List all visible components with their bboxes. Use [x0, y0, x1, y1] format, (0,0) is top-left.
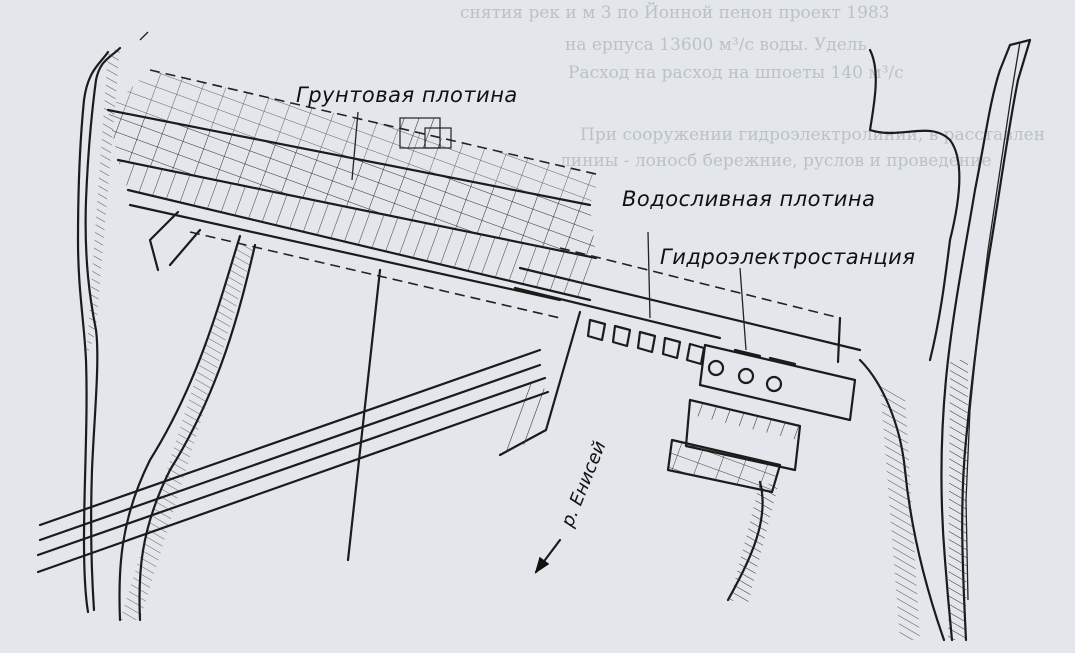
- label-spillway-dam: Водосливная плотина: [622, 187, 876, 211]
- turbine-unit: [765, 375, 783, 393]
- label-river: р. Енисей: [557, 438, 611, 531]
- leader-lines: [351, 111, 747, 351]
- background-text-line: линиы - лоносб бережние, руслов и провед…: [560, 151, 992, 171]
- label-earth-dam: Грунтовая плотина: [296, 83, 518, 107]
- background-text-line: на ерпуса 13600 м³/с воды. Удель: [565, 35, 867, 55]
- background-text-line: снятия рек и м 3 по Йонной пенон проект …: [460, 2, 890, 23]
- earth-dam: [106, 69, 601, 319]
- spillway-gates: [586, 318, 706, 366]
- hydro-station: [666, 343, 857, 604]
- background-text-line: При сооружении гидроэлектролинии, в расс…: [580, 125, 1045, 145]
- turbine-unit: [707, 359, 725, 377]
- right-bank: [858, 38, 1032, 642]
- spillway-dam: [498, 247, 862, 457]
- background-text-line: Расход на расход на шпоеты 140 м³/с: [568, 63, 904, 83]
- background-text-group: снятия рек и м 3 по Йонной пенон проект …: [460, 2, 1045, 171]
- canal-lines: [36, 210, 550, 622]
- label-hydro-station: Гидроэлектростанция: [660, 245, 915, 269]
- turbine-unit: [737, 367, 755, 385]
- flow-direction-arrow: [534, 538, 562, 574]
